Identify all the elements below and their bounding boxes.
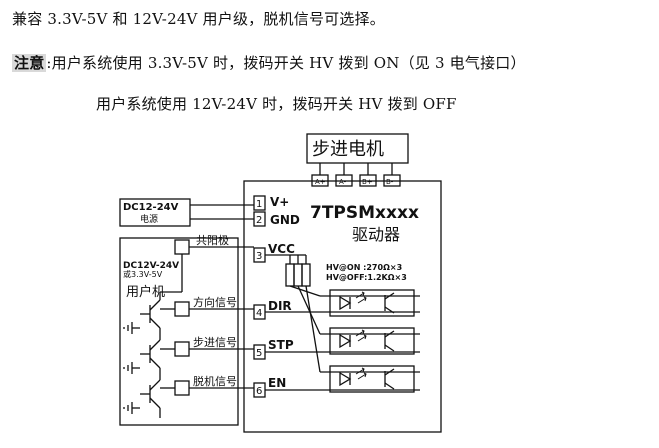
terminal-1-num: 1 xyxy=(256,199,262,210)
signal-stp: 步进信号 xyxy=(193,336,237,349)
intro-line-hv-off: 用户系统使用 12V-24V 时，拨码开关 HV 拨到 OFF xyxy=(96,95,457,113)
motor-pin-a-plus: A+ xyxy=(315,178,326,186)
intro-line-note: 注意:用户系统使用 3.3V-5V 时，拨码开关 HV 拨到 ON（见 3 电气… xyxy=(12,52,526,73)
terminal-3-num: 3 xyxy=(256,251,262,262)
terminal-6-num: 6 xyxy=(256,386,262,397)
motor-pin-b-minus: B- xyxy=(386,178,394,186)
hv-on-label: HV@ON :270Ω×3 xyxy=(326,263,402,272)
signal-dir: 方向信号 xyxy=(193,295,237,309)
motor-box xyxy=(306,133,409,164)
power-box xyxy=(119,198,191,227)
terminal-5-name: STP xyxy=(268,338,294,352)
terminal-1-name: V+ xyxy=(270,195,289,209)
motor-title: 步进电机 xyxy=(312,139,384,160)
terminal-3-name: VCC xyxy=(268,242,295,256)
motor-pin-a-minus: A- xyxy=(339,178,347,186)
note-label: 注意 xyxy=(12,54,47,72)
driver-model: 7TPSMxxxx xyxy=(310,203,419,223)
terminal-2-num: 2 xyxy=(256,215,262,226)
user-voltage-2: 或3.3V-5V xyxy=(123,269,163,279)
power-label: 电源 xyxy=(140,213,158,225)
terminal-6-name: EN xyxy=(268,376,286,390)
terminal-4-name: DIR xyxy=(268,299,292,313)
motor-pin-b-plus: B+ xyxy=(362,178,373,186)
driver-box xyxy=(243,180,442,433)
user-box xyxy=(119,237,239,426)
power-voltage: DC12-24V xyxy=(123,202,179,213)
terminal-2-name: GND xyxy=(270,213,300,227)
signal-en: 脱机信号 xyxy=(193,374,237,388)
driver-subtitle: 驱动器 xyxy=(352,225,400,244)
user-voltage-1: DC12V-24V xyxy=(123,261,179,271)
terminal-4-num: 4 xyxy=(256,308,262,319)
hv-off-label: HV@OFF:1.2KΩ×3 xyxy=(326,273,407,282)
signal-common: 共阳极 xyxy=(196,233,229,247)
note-text: :用户系统使用 3.3V-5V 时，拨码开关 HV 拨到 ON（见 3 电气接口… xyxy=(46,54,526,72)
user-label: 用户机 xyxy=(126,284,165,300)
terminal-5-num: 5 xyxy=(256,348,262,359)
intro-line-compat: 兼容 3.3V-5V 和 12V-24V 用户级，脱机信号可选择。 xyxy=(12,10,385,28)
